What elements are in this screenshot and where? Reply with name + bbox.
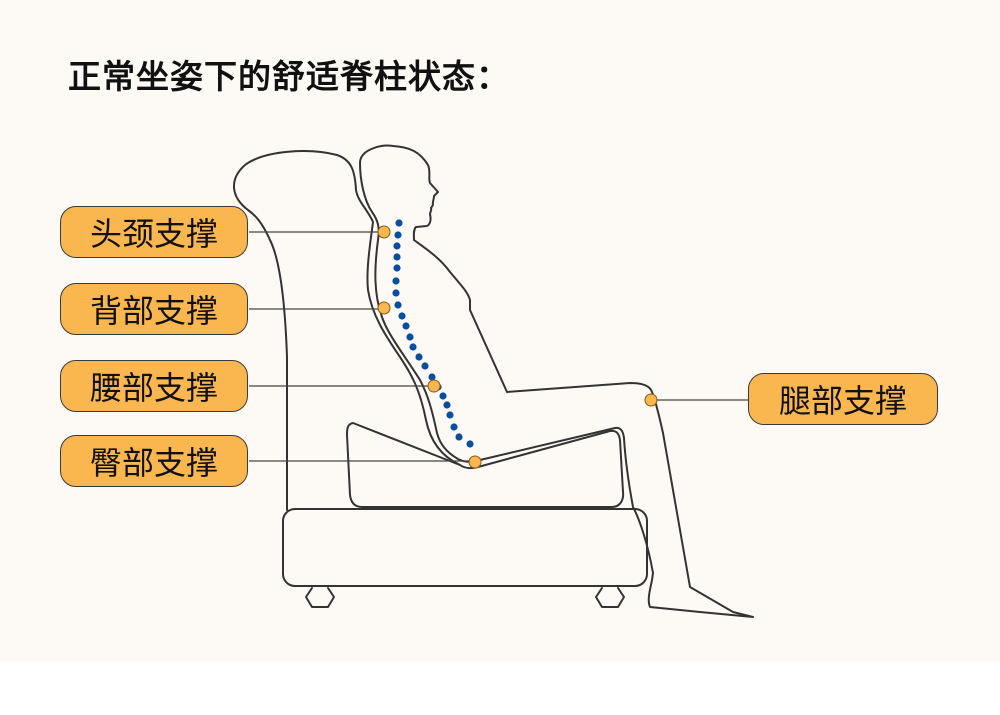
spine-dot bbox=[393, 253, 401, 261]
chair-base bbox=[282, 508, 648, 587]
label-head-neck-support: 头颈支撑 bbox=[60, 206, 248, 258]
spine-dot bbox=[398, 312, 406, 320]
spine-dot bbox=[402, 322, 410, 330]
page-title: 正常坐姿下的舒适脊柱状态： bbox=[68, 57, 510, 96]
chair-foot-left bbox=[305, 587, 335, 608]
sitting-posture-illustration bbox=[233, 144, 754, 618]
spine-dot bbox=[395, 219, 403, 227]
spine-dot bbox=[393, 242, 401, 250]
label-waist-support: 腰部支撑 bbox=[60, 360, 248, 412]
spine-dot bbox=[393, 264, 401, 272]
spine-dot bbox=[392, 277, 400, 285]
spine-dot bbox=[421, 362, 429, 370]
diagram-canvas: 正常坐姿下的舒适脊柱状态： bbox=[60, 57, 938, 618]
support-point-hip bbox=[468, 455, 482, 469]
spine-dot bbox=[450, 423, 458, 431]
spine-dot bbox=[428, 373, 436, 381]
spine-dot bbox=[409, 343, 417, 351]
person-silhouette bbox=[359, 144, 754, 618]
spine-dot bbox=[446, 411, 454, 419]
chair-foot-right bbox=[595, 587, 625, 608]
spine-dot bbox=[406, 333, 414, 341]
spine-dot bbox=[439, 392, 447, 400]
spine-dot bbox=[394, 301, 402, 309]
spine-dot bbox=[392, 289, 400, 297]
spine-dot bbox=[415, 353, 423, 361]
spine-dot bbox=[455, 433, 463, 441]
chair-back bbox=[233, 150, 461, 511]
spine-dot bbox=[443, 401, 451, 409]
spine-dot bbox=[466, 440, 474, 448]
spine-dots bbox=[392, 219, 474, 448]
support-point-head-neck bbox=[377, 225, 391, 239]
support-point-leg bbox=[644, 393, 658, 407]
spine-dot bbox=[394, 231, 402, 239]
support-point-back bbox=[377, 301, 391, 315]
support-point-waist bbox=[427, 379, 441, 393]
label-hip-support: 臀部支撑 bbox=[60, 435, 248, 487]
label-leg-support: 腿部支撑 bbox=[748, 373, 938, 425]
label-back-support: 背部支撑 bbox=[60, 283, 248, 335]
